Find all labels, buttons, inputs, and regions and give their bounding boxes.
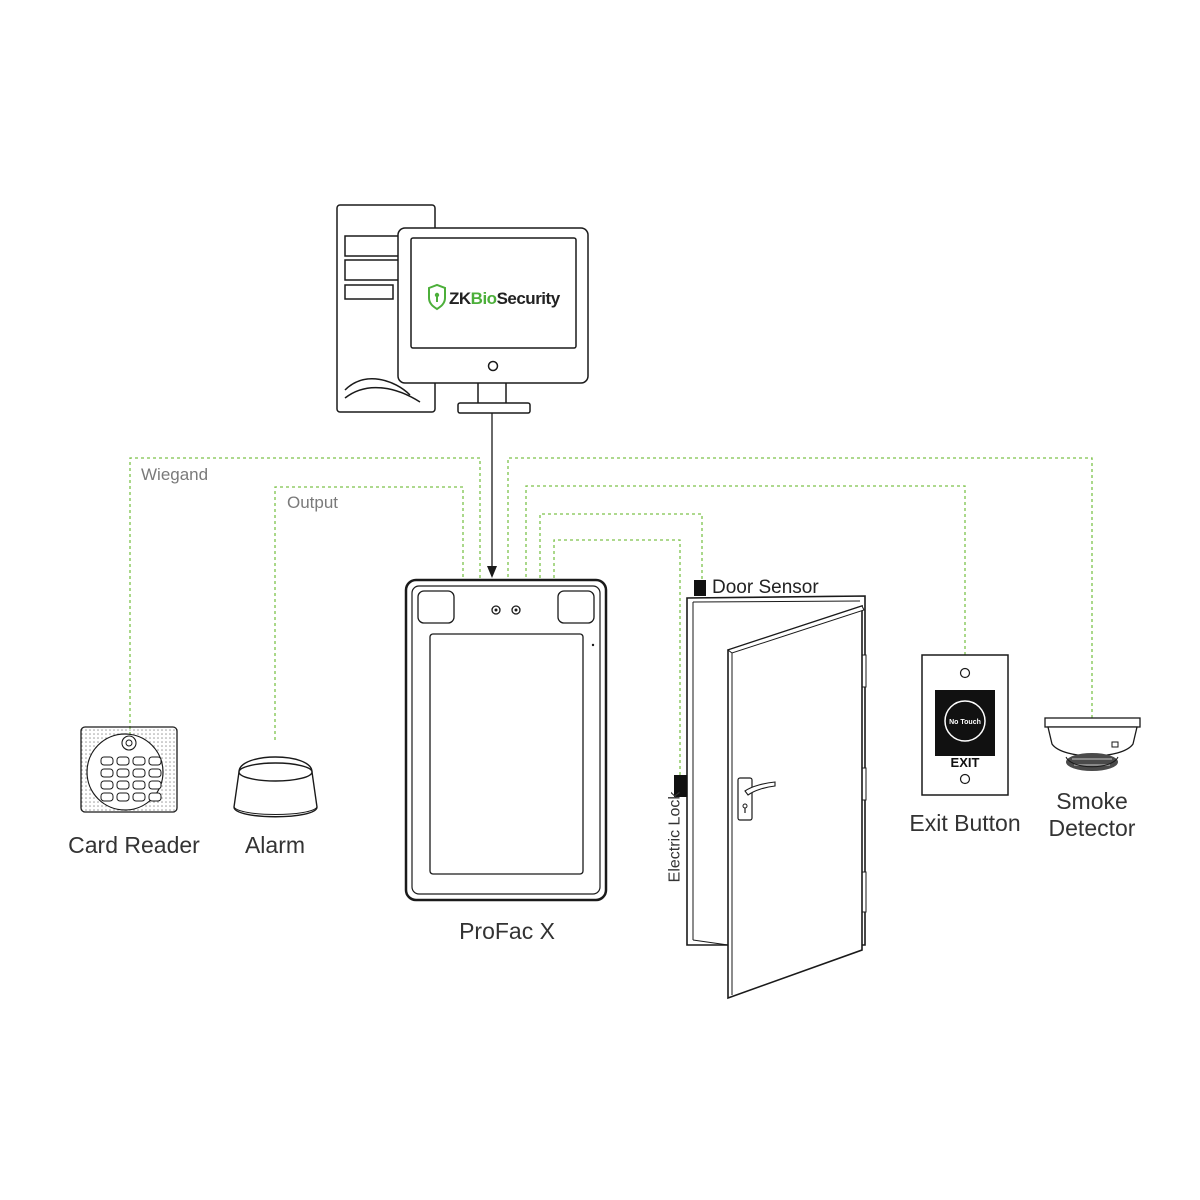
exit-button: No Touch EXIT [921,654,1009,796]
door-sensor-block [694,580,706,596]
monitor-base [457,402,531,414]
electric-lock-block [674,775,687,797]
computer [336,204,589,414]
network-link [487,413,497,578]
profac-x-terminal [404,578,608,902]
electric-lock-label: Electric Lock [666,791,684,883]
exit-button-face-label: No Touch [949,719,981,726]
smoke-detector-label-line1: Smoke [1056,788,1128,814]
smoke-detector-wire [507,457,1093,718]
wiegand-wire [129,457,481,735]
terminal-right-sensor [557,590,595,624]
shield-icon [428,283,446,311]
card-reader-led [121,735,137,751]
door-sensor-wire [539,513,703,585]
card-reader-label: Card Reader [68,832,200,858]
smoke-detector-label-line2: Detector [1048,815,1136,841]
brand-zk: ZK [449,289,472,308]
zkbiosecurity-logo: ZKBioSecurity [428,283,561,311]
door [686,595,867,1000]
electric-lock-wire [553,539,681,775]
door-handle [737,777,776,821]
indicator-dot [591,643,595,647]
exit-button-wire [525,485,966,655]
door-sensor-label: Door Sensor [712,577,819,598]
wiegand-label: Wiegand [141,465,209,484]
brand-security: Security [497,289,561,308]
wiring [129,457,1093,775]
monitor-screen [410,237,577,349]
card-reader [80,726,178,813]
monitor-stand [477,381,507,405]
exit-button-tag: EXIT [951,755,980,770]
alarm-label: Alarm [244,832,306,858]
terminal-label: ProFac X [459,918,555,944]
smoke-detector [1044,717,1141,771]
smoke-detector-vents [1066,753,1118,771]
svg-text:ZKBioSecurity: ZKBioSecurity [449,289,561,308]
brand-bio: Bio [471,289,497,308]
terminal-screen [429,633,584,875]
output-label: Output [287,493,339,512]
output-wire [274,486,464,740]
alarm [233,756,318,818]
terminal-left-sensor [417,590,455,624]
exit-button-label: Exit Button [909,810,1021,836]
monitor-power-led [487,360,499,372]
